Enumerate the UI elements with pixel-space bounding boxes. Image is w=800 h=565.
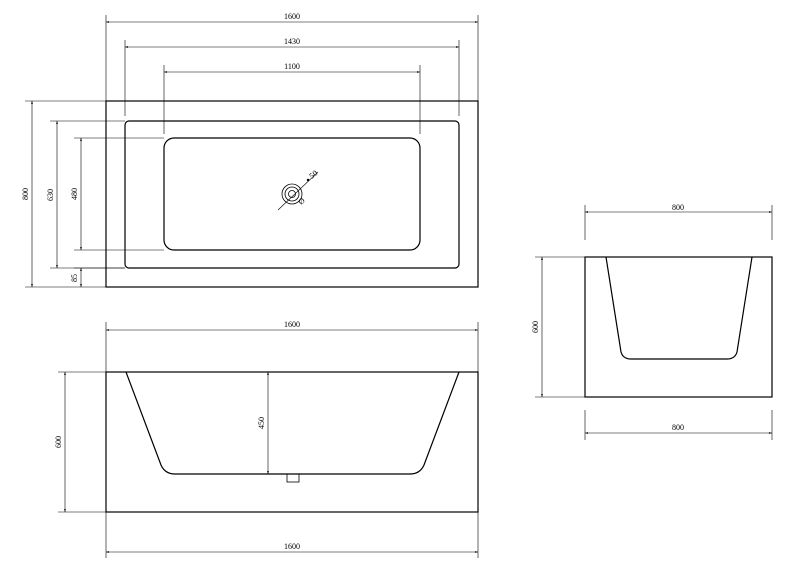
dim-label-450: 450 xyxy=(257,417,266,429)
front-outer-outline xyxy=(105,371,479,513)
dim-label-1600-front-bottom: 1600 xyxy=(284,542,300,551)
drain-diameter-label: 50 xyxy=(308,168,320,180)
dim-label-1600-front-top: 1600 xyxy=(284,320,300,329)
dim-label-85: 85 xyxy=(70,274,79,282)
front-view: 1600 1600 600 450 xyxy=(54,320,479,558)
drain-diameter-symbol: Ø xyxy=(297,196,307,207)
side-outer-outline xyxy=(584,256,773,398)
dim-label-1100: 1100 xyxy=(284,62,300,71)
dim-label-1600-top: 1600 xyxy=(284,12,300,21)
top-outer-outline xyxy=(105,100,479,288)
dim-label-480: 480 xyxy=(70,188,79,200)
top-basin-outline xyxy=(163,137,421,251)
dim-label-800-side-top: 800 xyxy=(672,203,684,212)
front-drain-outline xyxy=(286,473,300,483)
dim-label-630: 630 xyxy=(46,189,55,201)
top-rim-outline xyxy=(124,120,460,269)
front-basin-profile xyxy=(125,371,460,475)
dim-label-1430: 1430 xyxy=(284,37,300,46)
top-view: 50 Ø 1600 1430 1100 800 630 480 xyxy=(21,12,479,288)
dim-label-600-side: 600 xyxy=(531,321,540,333)
drain xyxy=(277,171,319,211)
side-basin-profile xyxy=(605,256,753,360)
side-view: 800 800 600 xyxy=(531,203,773,440)
dim-label-600-front: 600 xyxy=(54,436,63,448)
dim-label-800-left: 800 xyxy=(21,188,30,200)
dim-label-800-side-bottom: 800 xyxy=(672,423,684,432)
